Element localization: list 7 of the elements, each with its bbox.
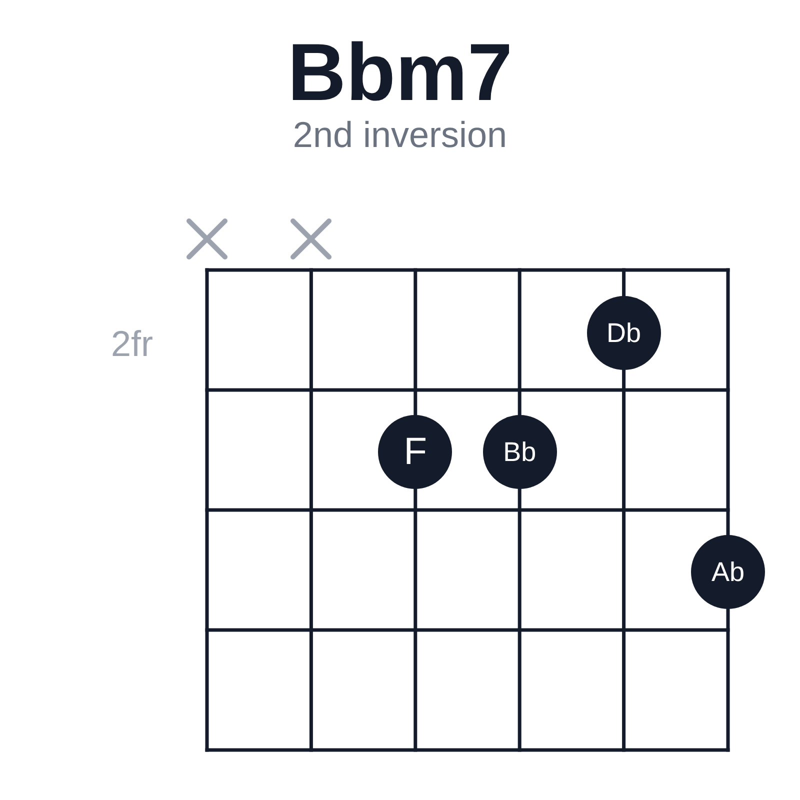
note-name: Db — [606, 320, 642, 346]
note-name: Bb — [503, 438, 536, 466]
chord-title: Bbm7 — [286, 33, 514, 114]
note-name: F — [404, 433, 427, 471]
note-name: Ab — [711, 558, 745, 586]
fret-number: 2fr — [110, 326, 154, 362]
subtitle: 2nd inversion — [292, 117, 508, 153]
